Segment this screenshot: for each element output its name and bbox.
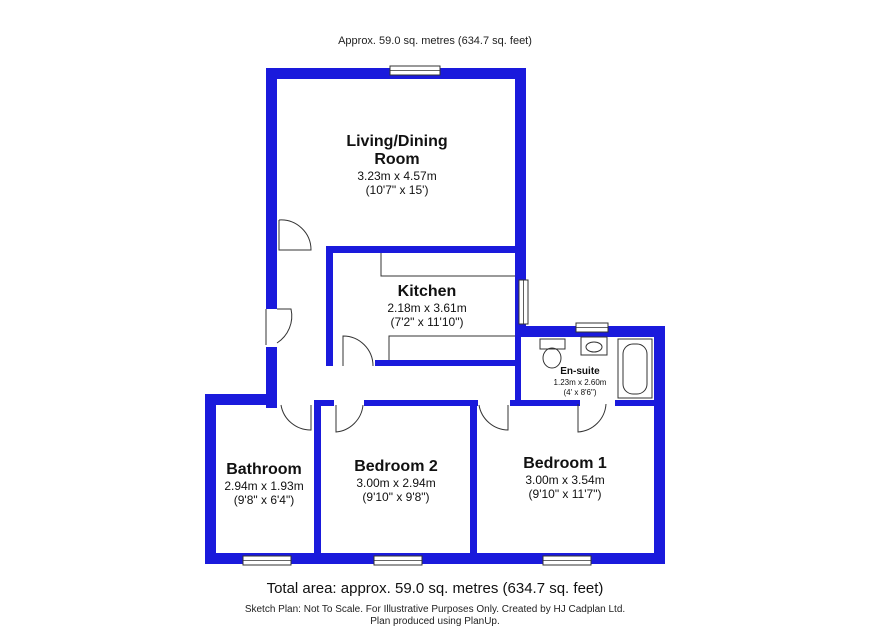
wall-bath-bed2 [314, 400, 321, 558]
living-dim-imperial: (10'7" x 15') [365, 183, 429, 197]
toilet-icon [539, 338, 566, 350]
wall-kitchen-bottom [375, 360, 520, 366]
wall-bathroom-top [205, 394, 277, 405]
wall-bottom [205, 553, 665, 564]
room-label-bedroom2: Bedroom 2 3.00m x 2.94m (9'10" x 9'8") [324, 458, 468, 504]
bedroom1-dim-imperial: (9'10" x 11'7") [528, 487, 602, 501]
bedroom2-door-arc [335, 404, 364, 433]
bedroom2-name: Bedroom 2 [354, 458, 438, 475]
wall-living-bottom [326, 246, 526, 253]
total-area: Total area: approx. 59.0 sq. metres (634… [266, 580, 604, 597]
wall-kitchen-left [326, 246, 333, 366]
living-name-line1: Living/Dining [346, 133, 448, 150]
entry-door-arc [276, 308, 293, 344]
bathroom-door-arc [280, 404, 312, 431]
wall-ensuite-right [654, 326, 665, 564]
room-label-bathroom: Bathroom 2.94m x 1.93m (9'8" x 6'4") [214, 461, 314, 507]
ensuite-dim-metric: 1.23m x 2.60m [553, 378, 607, 387]
windows [242, 65, 609, 566]
bath-icon [617, 338, 653, 399]
plan-area-header: Approx. 59.0 sq. metres (634.7 sq. feet) [338, 35, 532, 47]
room-label-bedroom1: Bedroom 1 3.00m x 3.54m (9'10" x 11'7") [480, 455, 650, 501]
kitchen-dim-metric: 2.18m x 3.61m [387, 301, 467, 315]
bathroom-name: Bathroom [226, 461, 302, 478]
kitchen-counters [380, 253, 515, 360]
bedroom1-dim-metric: 3.00m x 3.54m [525, 473, 605, 487]
room-label-ensuite: En-suite 1.23m x 2.60m (4' x 8'6") [530, 366, 630, 398]
wall-ensuite-bottom-right [615, 400, 659, 406]
room-label-kitchen: Kitchen 2.18m x 3.61m (7'2" x 11'10") [337, 283, 517, 329]
wall-ensuite-left [515, 326, 521, 406]
ensuite-dim-imperial: (4' x 8'6") [563, 388, 597, 397]
living-door-arc [278, 219, 312, 251]
entry-door-opening [264, 309, 278, 347]
doors [264, 219, 607, 433]
disclaimer-line2: Plan produced using PlanUp. [370, 616, 500, 627]
wall-living-left [266, 68, 277, 408]
sink-icon [580, 336, 608, 356]
wall-bed2-top-left [316, 400, 334, 406]
bathroom-dim-metric: 2.94m x 1.93m [224, 479, 304, 493]
kitchen-name: Kitchen [397, 283, 457, 300]
disclaimer: Sketch Plan: Not To Scale. For Illustrat… [0, 604, 870, 628]
wall-bathroom-left [205, 394, 216, 564]
living-dim-metric: 3.23m x 4.57m [357, 169, 437, 183]
wall-living-right [515, 68, 526, 252]
wall-bed2-bed1 [470, 400, 477, 558]
disclaimer-line1: Sketch Plan: Not To Scale. For Illustrat… [244, 604, 626, 615]
bedroom2-dim-imperial: (9'10" x 9'8") [362, 490, 430, 504]
ensuite-door-arc [577, 403, 607, 433]
bathroom-dim-imperial: (9'8" x 6'4") [233, 493, 295, 507]
interior-walls [314, 246, 659, 558]
kitchen-door-arc [342, 335, 374, 367]
ensuite-name: En-suite [560, 366, 600, 377]
bedroom2-dim-metric: 3.00m x 2.94m [356, 476, 436, 490]
wall-bed1-top-mid [510, 400, 580, 406]
ensuite-fixtures [539, 336, 653, 399]
bedroom1-door-arc [478, 404, 509, 431]
wall-bed2-top-right [364, 400, 476, 406]
living-name-line2: Room [374, 151, 420, 168]
room-label-living: Living/Dining Room 3.23m x 4.57m (10'7" … [287, 133, 507, 197]
kitchen-dim-imperial: (7'2" x 11'10") [390, 315, 464, 329]
bedroom1-name: Bedroom 1 [523, 455, 607, 472]
